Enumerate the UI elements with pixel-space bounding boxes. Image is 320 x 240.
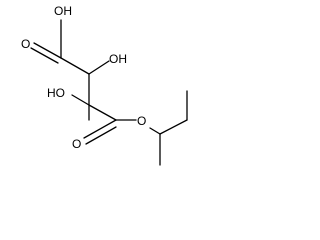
bond-c1-o-double-a	[33, 42, 62, 59]
bond-c3-c4-b	[88, 104, 117, 121]
bond-c1-o-double-b	[30, 47, 59, 64]
bond-ch-ch2	[159, 119, 188, 135]
chemical-structure-diagram: OH O OH HO O O	[21, 4, 188, 166]
bond-group	[30, 19, 188, 166]
label-o-ester: O	[137, 114, 146, 128]
label-ho-left: HO	[47, 86, 65, 100]
label-o-carbonyl-bottom: O	[72, 137, 81, 151]
bond-c3-ho	[71, 94, 90, 106]
bond-c4-o-double-a	[83, 119, 117, 139]
bond-c2-oh	[88, 60, 110, 75]
label-oh-top: OH	[54, 4, 72, 18]
bond-c1-c2	[60, 57, 90, 75]
bond-c4-o-double-b	[85, 126, 117, 145]
label-o-carbonyl-top: O	[21, 37, 30, 51]
bond-o-ch	[149, 127, 161, 135]
label-oh-right: OH	[109, 52, 127, 66]
